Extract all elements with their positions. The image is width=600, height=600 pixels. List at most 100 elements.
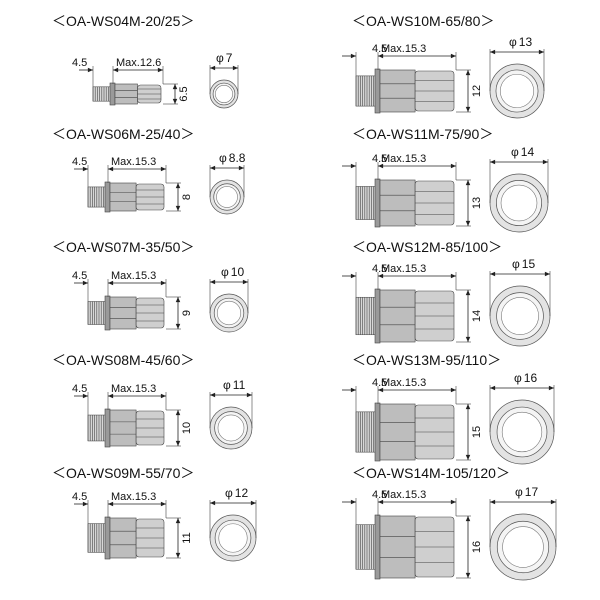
model-title: ＜OA-WS07M-35/50＞ [52,239,194,255]
max-length-label: Max.15.3 [381,263,426,275]
phi-symbol: φ [221,265,229,279]
model-title: ＜OA-WS12M-85/100＞ [352,239,502,255]
gland-side-view [87,295,165,331]
phi-symbol: φ [515,485,523,499]
gland-side-view [355,68,455,114]
max-length-label: Max.15.3 [381,153,426,165]
gland-end-view [209,514,257,562]
diameter-value: 11 [233,378,246,392]
diameter-value: 13 [519,35,533,49]
model-title: ＜OA-WS10M-65/80＞ [352,13,494,29]
max-length-label: Max.15.3 [381,377,426,389]
height-label: 14 [471,310,483,322]
thread-length-label: 4.5 [72,57,87,69]
thread-length-label: 4.5 [72,156,87,168]
model-title: ＜OA-WS13M-95/110＞ [352,352,501,368]
height-label: 8 [181,194,193,200]
phi-symbol: φ [225,486,233,500]
gland-side-view [355,178,455,228]
gland-end-view [209,293,249,333]
thread-length-label: 4.5 [372,43,387,55]
thread-length-label: 4.5 [72,383,87,395]
max-length-label: Max.15.3 [111,383,156,395]
max-length-label: Max.15.3 [381,489,426,501]
height-label: 16 [471,541,483,553]
thread-length-label: 4.5 [372,377,387,389]
diameter-value: 14 [521,145,535,159]
phi-symbol: φ [223,378,231,392]
thread-length-label: 4.5 [72,270,87,282]
max-length-label: Max.15.3 [111,491,156,503]
gland-end-view [489,285,551,347]
max-length-label: Max.15.3 [111,270,156,282]
height-label: 11 [181,532,193,543]
height-label: 9 [181,310,193,316]
phi-symbol: φ [514,371,522,385]
height-label: 12 [471,85,483,97]
diameter-value: 8.8 [229,151,246,165]
model-title: ＜OA-WS09M-55/70＞ [52,465,194,481]
max-length-label: Max.15.3 [381,43,426,55]
height-label: 6.5 [178,86,190,101]
diameter-value: 15 [522,257,536,271]
thread-length-label: 4.5 [372,153,387,165]
phi-symbol: φ [511,145,519,159]
gland-side-view [87,408,165,448]
thread-length-label: 4.5 [372,489,387,501]
gland-end-view [209,406,253,450]
gland-side-view [355,402,455,462]
gland-end-view [489,63,545,119]
gland-side-view [92,82,162,106]
diameter-value: 12 [235,486,249,500]
model-title: ＜OA-WS08M-45/60＞ [52,352,194,368]
diameter-value: 10 [231,265,245,279]
model-title: ＜OA-WS11M-75/90＞ [352,126,493,142]
gland-side-view [355,514,455,580]
height-label: 10 [181,422,193,434]
gland-end-view [209,79,239,109]
phi-symbol: φ [509,35,517,49]
model-title: ＜OA-WS06M-25/40＞ [52,126,194,142]
max-length-label: Max.15.3 [111,156,156,168]
height-label: 13 [471,197,483,209]
model-title: ＜OA-WS14M-105/120＞ [352,465,510,481]
height-label: 15 [471,426,483,438]
diameter-value: 17 [525,485,539,499]
diameter-value: 7 [226,51,233,65]
gland-side-view [355,288,455,344]
phi-symbol: φ [216,51,224,65]
phi-symbol: φ [512,257,520,271]
gland-end-view [489,399,555,465]
gland-side-view [87,181,165,213]
model-title: ＜OA-WS04M-20/25＞ [52,13,194,29]
thread-length-label: 4.5 [72,491,87,503]
gland-side-view [87,516,165,560]
max-length-label: Max.12.6 [116,57,161,69]
gland-end-view [489,173,549,233]
diameter-value: 16 [524,371,538,385]
thread-length-label: 4.5 [372,263,387,275]
gland-end-view [489,513,557,581]
phi-symbol: φ [219,151,227,165]
